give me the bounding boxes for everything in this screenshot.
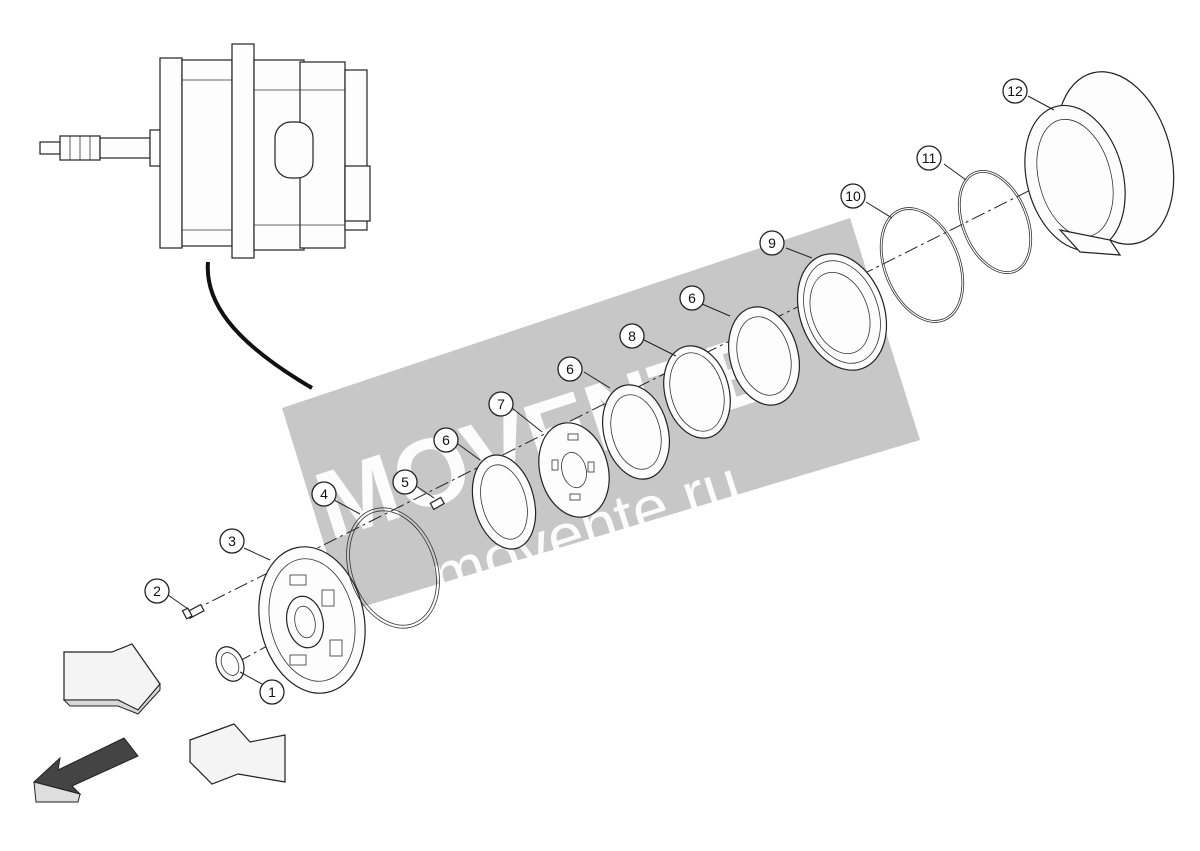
callout-5-label: 5 — [401, 474, 409, 490]
part-6-friction-disc-b — [602, 384, 670, 480]
callout-8: 8 — [619, 323, 645, 349]
callout-9: 9 — [759, 230, 785, 256]
callout-6-b-label: 6 — [566, 361, 574, 377]
assembly-axis — [189, 139, 1131, 613]
callout-11-label: 11 — [922, 150, 937, 166]
part-6-friction-disc-c — [728, 306, 800, 406]
callout-2: 2 — [144, 578, 170, 604]
callout-5: 5 — [392, 469, 418, 495]
callout-6-a: 6 — [433, 427, 459, 453]
callout-12-label: 12 — [1007, 83, 1023, 99]
callout-8-label: 8 — [628, 328, 636, 344]
callout-12: 12 — [1002, 78, 1028, 104]
direction-arrow-left-dark — [32, 737, 139, 803]
part-8-plate — [663, 345, 731, 439]
callout-6-c-label: 6 — [688, 290, 696, 306]
callout-4: 4 — [311, 481, 337, 507]
callout-4-label: 4 — [320, 486, 328, 502]
part-3-cover-plate — [258, 546, 366, 694]
callout-10-label: 10 — [845, 188, 861, 204]
transmission-unit — [39, 43, 371, 259]
part-6-friction-disc-a — [471, 454, 537, 550]
callout-6-b: 6 — [557, 356, 583, 382]
callout-6-c: 6 — [679, 285, 705, 311]
part-9-piston — [796, 253, 888, 371]
part-12-housing — [1024, 71, 1175, 256]
part-5-pin — [429, 496, 446, 511]
direction-arrow-right-bottom — [189, 723, 286, 785]
connector-curve — [205, 261, 314, 390]
direction-arrow-right-top — [62, 643, 161, 715]
callout-3-label: 3 — [228, 533, 236, 549]
part-1-seal — [215, 646, 245, 682]
part-4-o-ring — [346, 507, 440, 629]
callout-6-a-label: 6 — [442, 432, 450, 448]
callout-2-label: 2 — [153, 583, 161, 599]
callout-10: 10 — [840, 183, 866, 209]
part-11-o-ring — [957, 170, 1033, 274]
part-2-bolt — [181, 603, 205, 620]
part-10-o-ring — [879, 207, 965, 323]
part-7-steel-plate — [538, 422, 610, 518]
callout-1: 1 — [259, 679, 285, 705]
callout-7-label: 7 — [497, 396, 505, 412]
callout-9-label: 9 — [768, 235, 776, 251]
callout-7: 7 — [488, 391, 514, 417]
callout-1-label: 1 — [268, 684, 276, 700]
callout-11: 11 — [916, 145, 942, 171]
callout-3: 3 — [219, 528, 245, 554]
callout-leaders — [167, 95, 1055, 685]
